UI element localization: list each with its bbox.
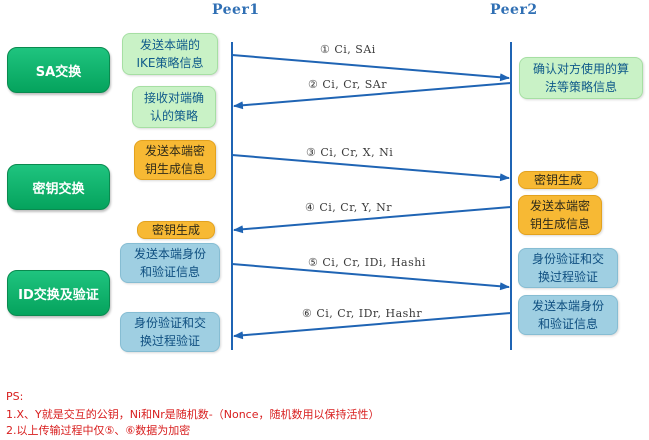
box-confirm-policy: 确认对方使用的算法等策略信息	[519, 57, 643, 99]
message-6: ⑥ Ci, Cr, IDr, Hashr	[302, 307, 422, 320]
arrow-m3	[231, 154, 510, 182]
text-line: 发送本端身份	[133, 247, 206, 261]
box-keygen-peer2: 密钥生成	[518, 171, 598, 189]
box-send-keygen-peer2: 发送本端密钥生成信息	[518, 195, 602, 235]
box-receive-policy: 接收对端确认的策略	[132, 86, 216, 128]
message-5: ⑤ Ci, Cr, IDi, Hashi	[308, 256, 426, 269]
box-verify-peer1: 身份验证和交换过程验证	[120, 312, 220, 352]
text-line: 钥生成信息	[144, 162, 205, 176]
box-keygen-peer1: 密钥生成	[137, 221, 215, 239]
message-2: ② Ci, Cr, SAr	[308, 78, 387, 91]
box-send-auth-peer1: 发送本端身份和验证信息	[120, 243, 220, 283]
message-number: ③	[306, 146, 317, 159]
box-send-auth-peer2: 发送本端身份和验证信息	[518, 295, 618, 335]
text-line: 换过程验证	[537, 270, 598, 284]
phase-sa-exchange: SA交换	[7, 47, 110, 93]
message-text: Ci, Cr, IDi, Hashi	[322, 256, 426, 269]
note-ps: PS:	[6, 390, 24, 403]
arrow-m6	[233, 312, 512, 340]
text-line: 和验证信息	[139, 265, 200, 279]
box-send-ike-policy: 发送本端的 IKE策略信息	[122, 33, 218, 75]
message-number: ②	[308, 78, 319, 91]
message-1: ① Ci, SAi	[320, 43, 376, 56]
text-line: 法等策略信息	[544, 80, 617, 94]
text-line: 身份验证和交	[531, 252, 604, 266]
text-line: 发送本端的	[139, 38, 200, 52]
text-line: 发送本端身份	[531, 299, 604, 313]
message-number: ④	[305, 201, 316, 214]
message-number: ⑥	[302, 307, 313, 320]
peer1-label: Peer1	[212, 2, 260, 18]
message-text: Ci, Cr, SAr	[322, 78, 387, 91]
message-4: ④ Ci, Cr, Y, Nr	[305, 201, 392, 214]
text-line: 换过程验证	[139, 334, 200, 348]
message-3: ③ Ci, Cr, X, Ni	[306, 146, 393, 159]
text-line: 钥生成信息	[529, 217, 590, 231]
text-line: IKE策略信息	[136, 56, 204, 70]
message-text: Ci, SAi	[334, 43, 376, 56]
message-text: Ci, Cr, X, Ni	[320, 146, 394, 159]
peer2-label: Peer2	[490, 2, 538, 18]
text-line: 和验证信息	[537, 317, 598, 331]
box-send-keygen-peer1: 发送本端密钥生成信息	[134, 140, 216, 180]
text-line: 身份验证和交	[133, 316, 206, 330]
text-line: 接收对端确	[143, 91, 204, 105]
phase-id-exchange: ID交换及验证	[7, 270, 110, 316]
message-number: ①	[320, 43, 331, 56]
message-text: Ci, Cr, Y, Nr	[319, 201, 392, 214]
note-line-2: 2.以上传输过程中仅⑤、⑥数据为加密	[6, 424, 191, 437]
message-number: ⑤	[308, 256, 319, 269]
note-line-1: 1.X、Y就是交互的公钥，Ni和Nr是随机数-（Nonce，随机数用以保持活性）	[6, 408, 380, 421]
arrow-m4	[233, 206, 512, 234]
text-line: 发送本端密	[529, 199, 590, 213]
text-line: 确认对方使用的算	[532, 62, 629, 76]
box-verify-peer2: 身份验证和交换过程验证	[518, 248, 618, 288]
arrow-m5	[231, 263, 510, 291]
text-line: 认的策略	[149, 109, 198, 123]
text-line: 发送本端密	[144, 144, 205, 158]
message-text: Ci, Cr, IDr, Hashr	[316, 307, 423, 320]
arrow-m1	[231, 54, 510, 82]
arrow-m2	[233, 82, 512, 110]
phase-key-exchange: 密钥交换	[7, 164, 110, 210]
